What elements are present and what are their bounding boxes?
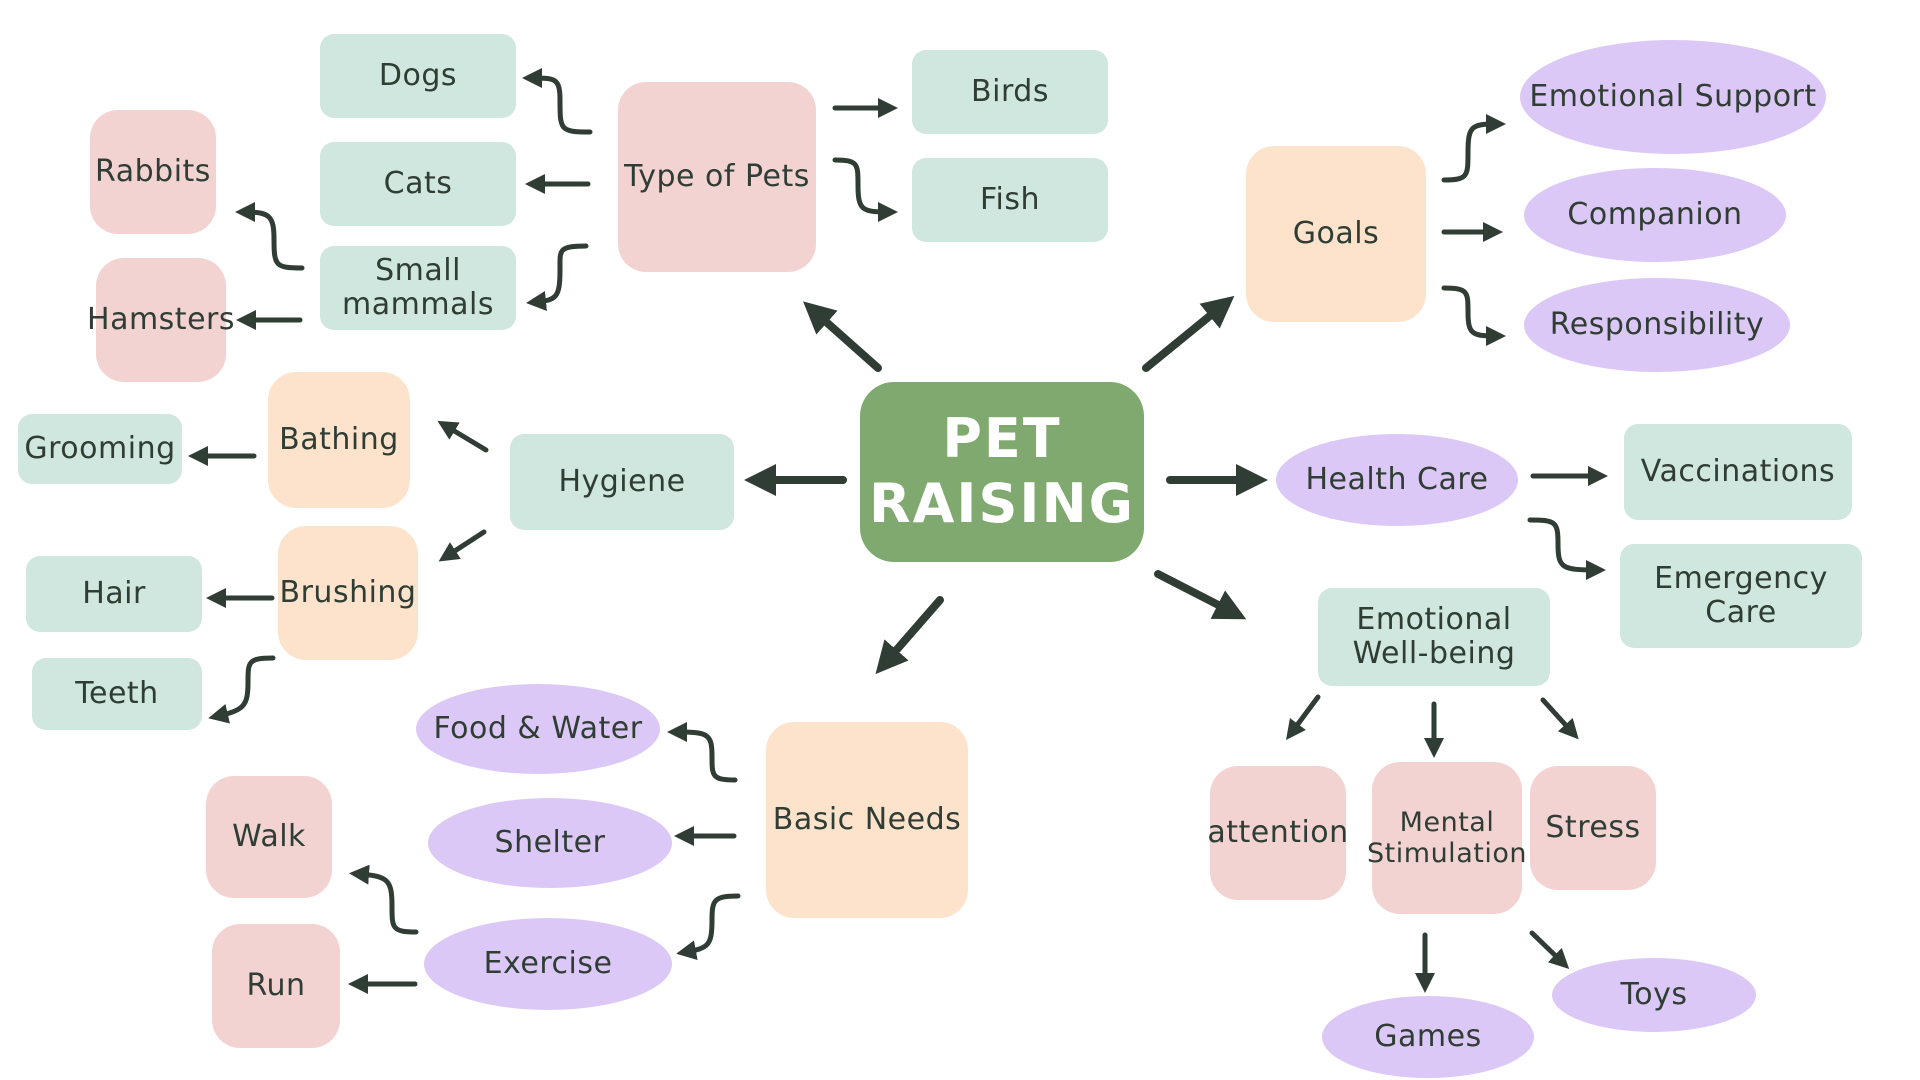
arrow-to-brushing	[438, 529, 487, 562]
arrow-to-goals	[1142, 295, 1235, 372]
node-birds-label: Birds	[971, 73, 1049, 109]
arrow-to-stress	[1540, 697, 1579, 740]
central-topic-pet-raising: PET RAISING	[860, 382, 1144, 562]
node-walk-label: Walk	[232, 818, 306, 854]
node-hamsters: Hamsters	[87, 258, 235, 382]
node-health-care: Health Care	[1276, 434, 1518, 526]
node-stress: Stress	[1530, 766, 1656, 890]
node-toys-label: Toys	[1620, 976, 1688, 1012]
node-goals-label: Goals	[1292, 215, 1380, 251]
arrow-to-type-of-pets	[803, 301, 882, 372]
node-toys: Toys	[1552, 958, 1756, 1032]
arrow-to-emotional-wellbeing	[1154, 570, 1247, 620]
arrow-to-small-mammals	[526, 243, 589, 311]
node-walk: Walk	[206, 776, 332, 898]
node-mental-stimulation: Mental Stimulation	[1367, 762, 1526, 914]
node-vaccinations: Vaccinations	[1624, 424, 1852, 520]
node-cats: Cats	[320, 142, 516, 226]
arrow-to-responsibility	[1441, 285, 1506, 346]
node-games-label: Games	[1374, 1018, 1482, 1054]
arrow-to-rabbits	[235, 202, 305, 271]
node-grooming-label: Grooming	[24, 430, 176, 466]
arrow-to-emotional-support	[1441, 114, 1506, 183]
arrow-to-walk	[349, 864, 419, 935]
central-topic-line2: RAISING	[869, 472, 1135, 535]
node-rabbits: Rabbits	[90, 110, 216, 234]
node-bathing-label: Bathing	[279, 421, 399, 457]
node-birds: Birds	[912, 50, 1108, 134]
node-mental-stimulation-line1: Mental	[1399, 806, 1495, 838]
arrow-to-dogs	[522, 68, 593, 135]
node-hygiene-label: Hygiene	[558, 463, 686, 499]
node-emotional-support: Emotional Support	[1520, 40, 1826, 154]
node-basic-needs-label: Basic Needs	[772, 801, 962, 837]
arrow-to-toys	[1529, 930, 1570, 969]
node-type-of-pets-label: Type of Pets	[624, 158, 810, 194]
node-bathing: Bathing	[268, 372, 410, 508]
node-type-of-pets: Type of Pets	[618, 82, 816, 272]
node-attention: attention	[1207, 766, 1349, 900]
arrow-to-attention	[1286, 694, 1321, 741]
node-games: Games	[1322, 996, 1534, 1078]
node-teeth-label: Teeth	[75, 675, 159, 711]
node-vaccinations-label: Vaccinations	[1640, 453, 1836, 489]
node-hair-label: Hair	[82, 575, 146, 611]
node-attention-label: attention	[1207, 814, 1349, 850]
node-health-care-label: Health Care	[1305, 461, 1489, 497]
node-emergency-care: Emergency Care	[1620, 544, 1862, 648]
central-topic-line1: PET	[942, 407, 1062, 471]
node-shelter: Shelter	[428, 798, 672, 888]
node-hygiene: Hygiene	[510, 434, 734, 530]
node-mental-stimulation-line2: Stimulation	[1367, 838, 1527, 869]
node-food-water-label: Food & Water	[433, 710, 643, 746]
node-exercise-label: Exercise	[483, 945, 613, 981]
node-emergency-care-label: Emergency Care	[1654, 560, 1828, 630]
node-grooming: Grooming	[18, 414, 182, 484]
arrow-to-emergency-care	[1527, 517, 1606, 580]
node-shelter-label: Shelter	[494, 824, 606, 860]
node-food-water: Food & Water	[416, 684, 660, 774]
arrow-to-food-water	[667, 722, 738, 783]
node-exercise: Exercise	[424, 918, 672, 1010]
node-dogs: Dogs	[320, 34, 516, 118]
arrow-to-bathing	[437, 420, 489, 453]
node-responsibility-label: Responsibility	[1549, 306, 1765, 342]
node-emotional-wellbeing: Emotional Well-being	[1318, 588, 1550, 686]
node-small-mammals: Small mammals	[320, 246, 516, 330]
node-responsibility: Responsibility	[1524, 278, 1790, 372]
node-emotional-support-label: Emotional Support	[1529, 78, 1817, 114]
node-fish-label: Fish	[979, 181, 1041, 217]
node-teeth: Teeth	[32, 658, 202, 730]
node-basic-needs: Basic Needs	[766, 722, 968, 918]
node-goals: Goals	[1246, 146, 1426, 322]
node-run-label: Run	[246, 967, 306, 1003]
node-small-mammals-line1: Small	[375, 252, 461, 288]
node-cats-label: Cats	[383, 165, 453, 201]
node-hair: Hair	[26, 556, 202, 632]
arrow-to-fish	[832, 157, 898, 222]
node-dogs-label: Dogs	[378, 57, 458, 93]
node-brushing-label: Brushing	[279, 574, 417, 610]
node-emotional-wellbeing-line1: Emotional	[1356, 601, 1512, 637]
node-brushing: Brushing	[278, 526, 418, 660]
arrow-to-exercise	[676, 893, 741, 961]
node-stress-label: Stress	[1545, 809, 1641, 845]
node-companion-label: Companion	[1567, 196, 1743, 232]
arrow-to-basic-needs	[875, 596, 944, 675]
node-rabbits-label: Rabbits	[95, 153, 211, 189]
node-small-mammals-line2: mammals	[342, 287, 494, 322]
node-emotional-wellbeing-line2: Well-being	[1352, 636, 1516, 671]
node-fish: Fish	[912, 158, 1108, 242]
arrow-to-teeth	[208, 655, 276, 724]
node-run: Run	[212, 924, 340, 1048]
node-companion: Companion	[1524, 168, 1786, 262]
node-hamsters-label: Hamsters	[87, 301, 235, 337]
